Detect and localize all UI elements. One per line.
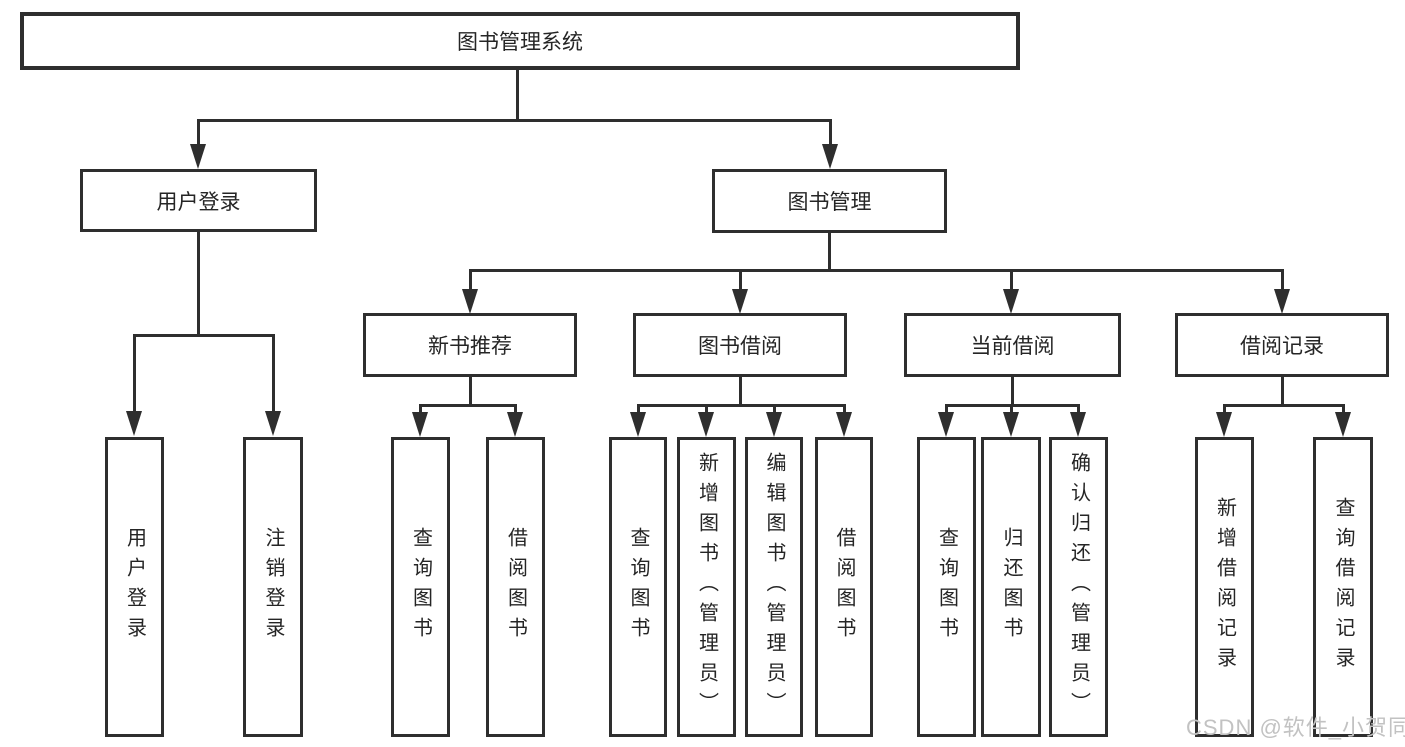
connector-drop-current-borrow: [1010, 269, 1013, 293]
connector-user-login-rail: [133, 334, 275, 337]
connector-drop-new-book: [469, 269, 472, 293]
connector-new-book-stem: [469, 377, 472, 407]
connector-drop: [1223, 404, 1226, 414]
arrowhead-icon: [1274, 289, 1290, 314]
node-leaf-current-return-label: 归还图书: [1000, 527, 1022, 647]
node-leaf-record-add: 新增借阅记录: [1195, 437, 1254, 737]
connector-current-borrow-stem: [1011, 377, 1014, 407]
node-borrow-records: 借阅记录: [1175, 313, 1389, 377]
node-leaf-current-confirm-admin: 确认归还（管理员）: [1049, 437, 1108, 737]
connector-root-rail: [197, 119, 832, 122]
connector-book-borrow-stem: [739, 377, 742, 407]
node-root-label: 图书管理系统: [457, 31, 583, 54]
connector-drop: [1342, 404, 1345, 414]
node-leaf-borrow-query: 查询图书: [609, 437, 667, 737]
connector-drop-borrow-record: [1281, 269, 1284, 293]
node-book-borrow-label: 图书借阅: [698, 335, 782, 358]
connector-drop-user-login: [197, 119, 200, 148]
arrowhead-icon: [507, 412, 523, 437]
connector-book-borrow-rail: [637, 404, 845, 407]
node-book-mgmt-label: 图书管理: [787, 191, 872, 214]
arrowhead-icon: [836, 412, 852, 437]
connector-drop-book-borrow: [739, 269, 742, 293]
connector-drop: [1010, 404, 1013, 414]
arrowhead-icon: [126, 411, 142, 436]
node-user-login: 用户登录: [80, 169, 317, 232]
connector-new-book-rail: [419, 404, 517, 407]
arrowhead-icon: [462, 289, 478, 314]
node-current-borrow-label: 当前借阅: [970, 335, 1055, 358]
node-leaf-user-login-label: 用户登录: [123, 527, 146, 647]
arrowhead-icon: [1335, 412, 1351, 437]
connector-drop: [773, 404, 776, 414]
node-leaf-current-return: 归还图书: [981, 437, 1041, 737]
connector-borrow-records-stem: [1281, 377, 1284, 407]
node-leaf-borrow-edit-admin-label: 编辑图书（管理员）: [763, 452, 785, 722]
node-new-book-recommend: 新书推荐: [363, 313, 577, 377]
connector-borrow-records-rail: [1223, 404, 1344, 407]
node-leaf-borrow-edit-admin: 编辑图书（管理员）: [745, 437, 803, 737]
node-new-book-recommend-label: 新书推荐: [428, 335, 512, 358]
node-leaf-record-query-label: 查询借阅记录: [1332, 497, 1354, 677]
connector-drop-leaf-login: [133, 334, 136, 414]
node-leaf-newbook-borrow: 借阅图书: [486, 437, 545, 737]
node-root: 图书管理系统: [20, 12, 1020, 70]
connector-drop: [637, 404, 640, 414]
connector-drop: [514, 404, 517, 414]
connector-drop-book-mgmt: [829, 119, 832, 148]
node-leaf-newbook-borrow-label: 借阅图书: [504, 527, 527, 647]
node-leaf-borrow-add-admin: 新增图书（管理员）: [677, 437, 736, 737]
connector-drop: [705, 404, 708, 414]
node-user-login-label: 用户登录: [156, 190, 241, 214]
node-leaf-record-add-label: 新增借阅记录: [1213, 497, 1236, 677]
arrowhead-icon: [1070, 412, 1086, 437]
node-leaf-logout-label: 注销登录: [262, 527, 284, 647]
node-leaf-borrow-query-label: 查询图书: [627, 527, 649, 647]
connector-book-mgmt-rail: [469, 269, 1284, 272]
arrowhead-icon: [190, 144, 206, 169]
node-book-mgmt: 图书管理: [712, 169, 947, 233]
arrowhead-icon: [938, 412, 954, 437]
connector-drop: [419, 404, 422, 414]
node-leaf-newbook-query-label: 查询图书: [409, 527, 432, 647]
node-leaf-borrow-add-admin-label: 新增图书（管理员）: [695, 452, 718, 722]
node-leaf-record-query: 查询借阅记录: [1313, 437, 1373, 737]
arrowhead-icon: [732, 289, 748, 314]
node-leaf-current-confirm-admin-label: 确认归还（管理员）: [1067, 452, 1090, 722]
connector-drop-leaf-logout: [272, 334, 275, 414]
connector-book-mgmt-stem: [828, 233, 831, 272]
arrowhead-icon: [1216, 412, 1232, 437]
connector-drop: [945, 404, 948, 414]
connector-drop: [843, 404, 846, 414]
node-current-borrow: 当前借阅: [904, 313, 1121, 377]
arrowhead-icon: [698, 412, 714, 437]
node-leaf-newbook-query: 查询图书: [391, 437, 450, 737]
connector-root-stem: [516, 70, 519, 122]
node-leaf-current-query-label: 查询图书: [935, 527, 958, 647]
node-book-borrow: 图书借阅: [633, 313, 847, 377]
node-borrow-records-label: 借阅记录: [1240, 335, 1324, 358]
node-leaf-borrow-borrow: 借阅图书: [815, 437, 873, 737]
arrowhead-icon: [1003, 289, 1019, 314]
connector-drop: [1077, 404, 1080, 414]
arrowhead-icon: [630, 412, 646, 437]
arrowhead-icon: [412, 412, 428, 437]
node-leaf-logout: 注销登录: [243, 437, 303, 737]
arrowhead-icon: [766, 412, 782, 437]
arrowhead-icon: [265, 411, 281, 436]
node-leaf-current-query: 查询图书: [917, 437, 976, 737]
arrowhead-icon: [822, 144, 838, 169]
node-leaf-borrow-borrow-label: 借阅图书: [833, 527, 855, 647]
connector-user-login-stem: [197, 232, 200, 337]
csdn-watermark: CSDN @软件_小贺同学: [1186, 715, 1405, 740]
arrowhead-icon: [1003, 412, 1019, 437]
node-leaf-user-login: 用户登录: [105, 437, 164, 737]
